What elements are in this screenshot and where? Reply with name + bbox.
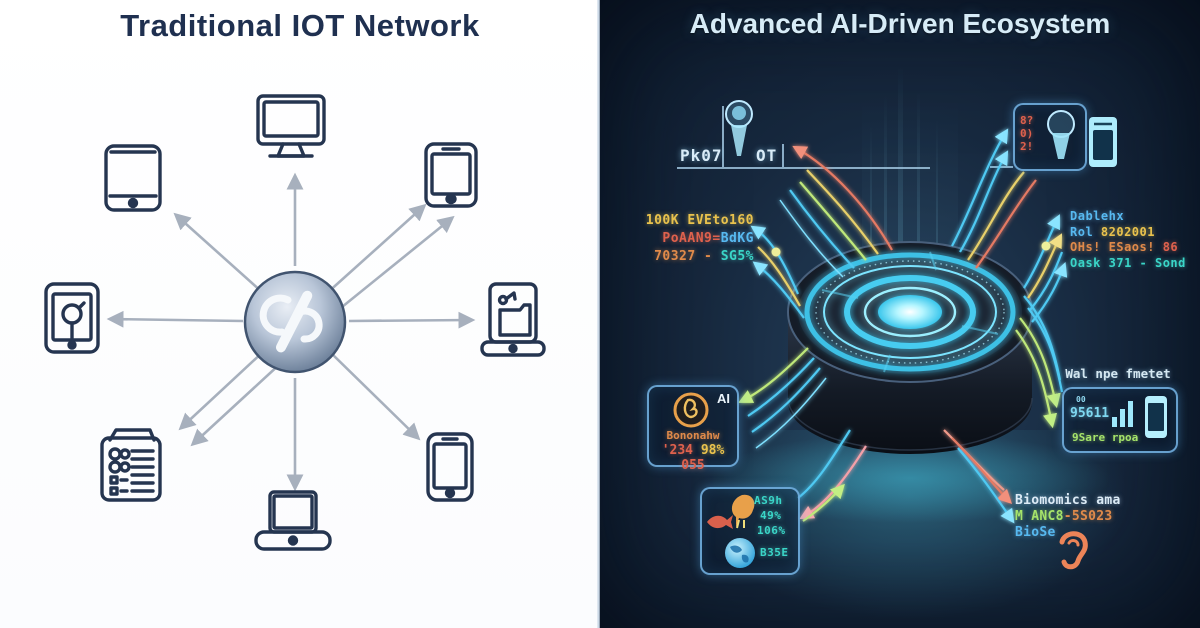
smartphone-icon	[426, 432, 474, 502]
ai-box-name: Bononahw	[666, 429, 720, 442]
fish-icon	[707, 515, 733, 529]
tablet-search-icon	[44, 282, 100, 354]
document-device-icon	[100, 428, 162, 502]
ai-badge: AI	[717, 391, 730, 406]
bottom-right-line-1: Biomomics ama	[1015, 493, 1121, 508]
species-line-1: AS9h	[754, 494, 783, 507]
biodiversity-box: AS9h 49% 106% B35E	[700, 487, 800, 575]
phone-icon	[1145, 396, 1167, 438]
mid-right-line-4: Oask 371 - Sond	[1070, 255, 1186, 270]
panel-divider	[597, 0, 601, 628]
traditional-iot-panel: Traditional IOT Network	[0, 0, 600, 628]
idea-head-icon	[725, 100, 753, 156]
tablet-top-left-icon	[104, 144, 162, 212]
laptop-bottom-icon	[254, 490, 332, 551]
species-line-3: 106%	[757, 524, 786, 537]
mid-left-line-3: 70327 - SG5%	[654, 249, 754, 264]
data-streams	[738, 128, 1068, 524]
top-right-box: 8? 0) 2!	[1013, 103, 1087, 171]
top-left-bracket	[677, 106, 1013, 169]
mid-right-line-1: Dablehx	[1070, 209, 1125, 223]
ear-icon	[1059, 531, 1088, 570]
traditional-network-diagram	[44, 94, 546, 551]
ai-hub-scene	[677, 62, 1110, 524]
metrics-sup: 00	[1076, 395, 1086, 404]
ai-analytics-box: AI Bononahw '234 98% 055	[647, 385, 739, 473]
bar-chart-icon	[1112, 401, 1133, 427]
pouring-head-icon	[1047, 110, 1075, 159]
hub-logo	[259, 290, 323, 353]
mid-left-line-1: 100K EVEto160	[645, 213, 754, 228]
metrics-title: Wal npe fmetet	[1065, 366, 1171, 381]
top-right-line-2: 0)	[1020, 127, 1034, 140]
desktop-monitor-icon	[256, 94, 326, 158]
hub-core	[878, 295, 942, 329]
ai-ecosystem-panel: Advanced AI-Driven Ecosystem Pk07 OT 8? …	[600, 0, 1200, 628]
globe-icon	[725, 538, 755, 568]
species-line-4: B35E	[760, 546, 789, 559]
central-hub	[243, 270, 347, 374]
tablet-top-right-icon	[424, 142, 478, 208]
smart-appliance-icon	[1089, 117, 1117, 167]
species-line-2: 49%	[760, 509, 782, 522]
bird-icon	[731, 494, 755, 529]
bottom-right-label-group: Biomomics ama M ANC8-5S023 BioSe	[1015, 493, 1185, 541]
ai-hub-platform	[710, 241, 1110, 523]
metrics-value: 95611	[1070, 406, 1110, 421]
hub-arrows	[106, 172, 476, 492]
mid-left-label-group: 100K EVEto160 PoAAN9=BdKG 70327 - SG5%	[614, 212, 754, 266]
metrics-box: 00 95611 9Sare rpoa	[1062, 387, 1178, 453]
mid-right-line-2: Rol 8202001	[1070, 224, 1155, 239]
glow-rings	[804, 251, 1016, 373]
right-panel-title: Advanced AI-Driven Ecosystem	[689, 8, 1111, 39]
laptop-media-icon	[480, 282, 546, 357]
metrics-footer: 9Sare rpoa	[1072, 431, 1139, 444]
top-left-label-2: OT	[756, 146, 778, 165]
bottom-right-line-3: BioSe	[1015, 525, 1056, 540]
top-left-label: Pk07	[680, 146, 723, 165]
bottom-right-line-2: M ANC8-5S023	[1015, 509, 1113, 524]
ai-box-value: '234 98% 055	[661, 443, 725, 473]
flame-logo-icon	[673, 392, 709, 428]
mid-right-label-group: Dablehx Rol 8202001 OHs! ESaos! 86 Oask …	[1070, 209, 1200, 271]
top-right-line-1: 8?	[1020, 114, 1034, 127]
mid-right-line-3: OHs! ESaos! 86	[1070, 240, 1179, 254]
mid-left-line-2: PoAAN9=BdKG	[662, 231, 754, 246]
left-panel-title: Traditional IOT Network	[120, 8, 480, 43]
top-right-line-3: 2!	[1020, 140, 1034, 153]
